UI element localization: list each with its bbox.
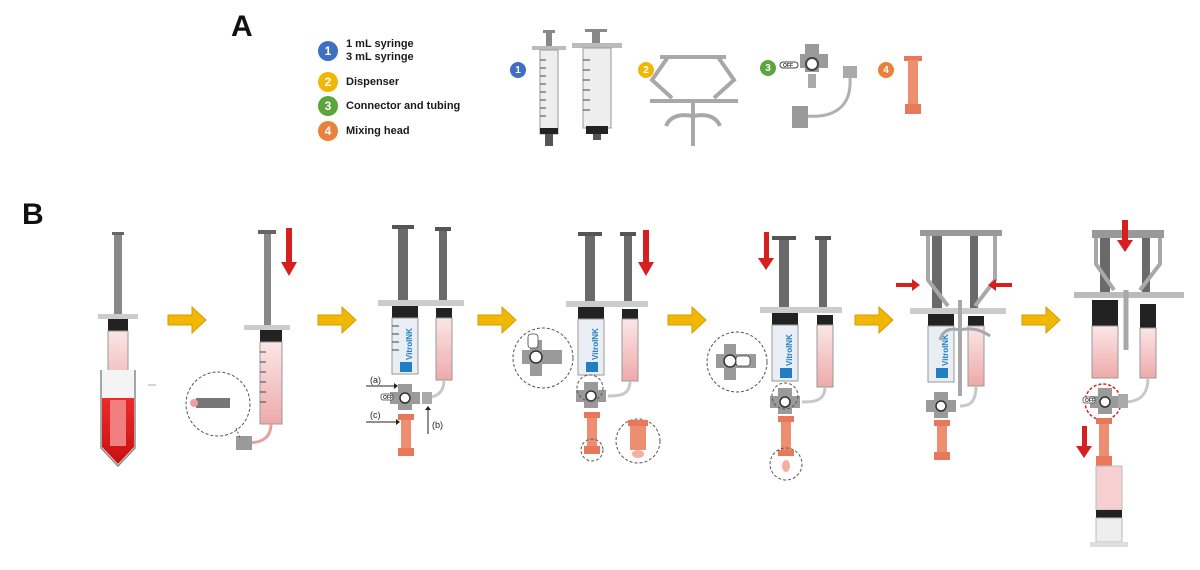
red-arrow-down-collect — [1076, 426, 1092, 458]
red-arrow-down-step2 — [281, 228, 297, 276]
dispenser-icon — [649, 55, 738, 146]
legend-item-connector: 3 Connector and tubing — [318, 96, 460, 116]
legend-label-dispenser: Dispenser — [346, 75, 400, 88]
legend-label-3ml: 3 mL syringe — [346, 51, 414, 63]
component-badge-4: 4 — [878, 62, 894, 78]
valve-off-text-a: OFF — [783, 63, 793, 69]
syringe-3ml-icon — [572, 29, 622, 140]
syringe-1ml-icon — [532, 30, 566, 146]
process-arrow-2 — [317, 305, 357, 335]
legend-badge-4: 4 — [318, 121, 338, 141]
red-arrow-down-step4 — [638, 230, 654, 276]
component-badge-3: 3 — [760, 60, 776, 76]
legend-label-mixing-head: Mixing head — [346, 124, 410, 137]
step-label-b: (b) — [432, 420, 443, 430]
vitroink-label-step5: VitroINK — [785, 334, 794, 366]
step2-load-syringe — [185, 230, 290, 450]
valve-off-text-step3: OFF — [383, 395, 393, 401]
legend-item-syringes: 1 1 mL syringe 3 mL syringe — [318, 38, 414, 64]
legend-label-1ml: 1 mL syringe — [346, 38, 414, 50]
legend-item-mixing-head: 4 Mixing head — [318, 121, 410, 141]
legend-badge-3: 3 — [318, 96, 338, 116]
legend-item-dispenser: 2 Dispenser — [318, 72, 399, 92]
red-arrow-down-step5 — [758, 232, 774, 270]
step4-assembly: VitroINK — [512, 232, 661, 464]
legend-label-connector: Connector and tubing — [346, 99, 461, 112]
process-arrow-1 — [167, 305, 207, 335]
step5-assembly: VitroINK — [706, 236, 842, 481]
step6-dispenser: VitroINK — [910, 230, 1006, 460]
red-arrow-down-step7 — [1117, 220, 1133, 252]
process-arrow-3 — [477, 305, 517, 335]
mixing-head-icon — [904, 56, 922, 114]
panel-a-label: A — [231, 10, 253, 43]
panel-b-label: B — [22, 198, 44, 231]
step3-assembly: VitroINK OFF (a) (c) (b) — [366, 225, 464, 456]
vitroink-label-step4: VitroINK — [591, 328, 600, 360]
process-arrow-4 — [667, 305, 707, 335]
step7-collection: OFF — [1074, 230, 1184, 547]
component-badge-2: 2 — [638, 62, 654, 78]
process-arrow-5 — [854, 305, 894, 335]
legend-badge-1: 1 — [318, 41, 338, 61]
vitroink-label-step3: VitroINK — [405, 328, 414, 360]
legend-badge-2: 2 — [318, 72, 338, 92]
component-badge-1: 1 — [510, 62, 526, 78]
process-arrow-6 — [1021, 305, 1061, 335]
valve-off-text-step7: OFF — [1085, 398, 1095, 404]
red-arrow-right-step6 — [896, 279, 920, 291]
step-label-a: (a) — [370, 375, 381, 385]
step1-syringe-in-tube — [98, 232, 156, 468]
red-arrow-left-step6 — [988, 279, 1012, 291]
connector-tubing-icon: OFF — [779, 44, 857, 128]
vitroink-label-step6: VitroINK — [941, 334, 950, 366]
step-label-c: (c) — [370, 410, 381, 420]
